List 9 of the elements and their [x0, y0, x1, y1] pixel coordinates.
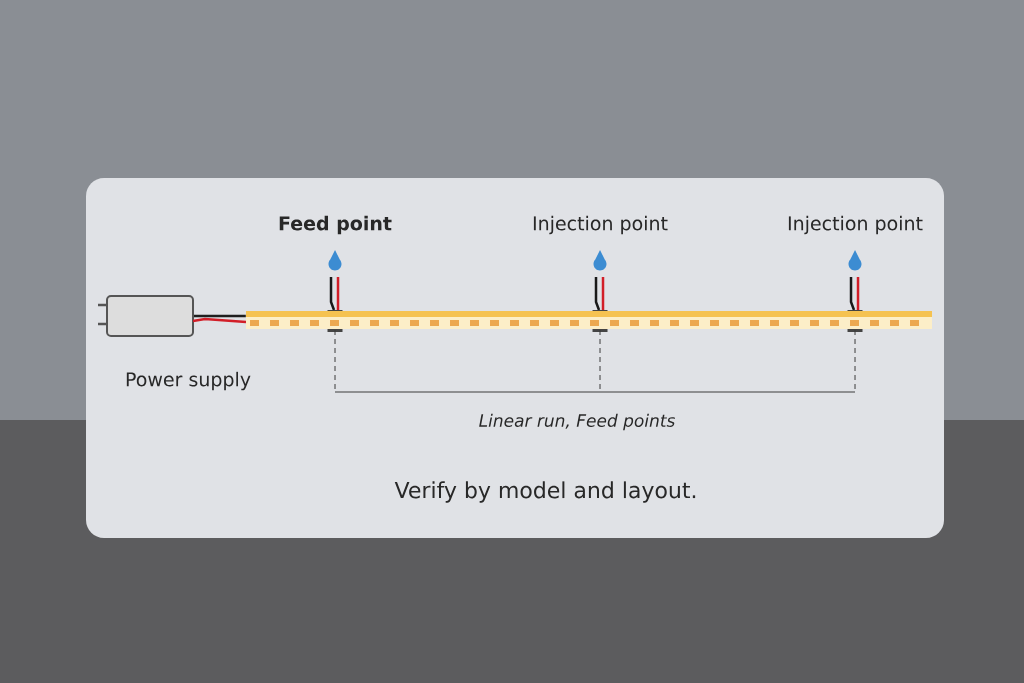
led-strip: [246, 311, 932, 329]
dimension-label: Linear run, Feed points: [479, 413, 675, 431]
note-text: Verify by model and layout.: [394, 481, 696, 503]
node-label: Injection point: [788, 215, 923, 235]
wire: [194, 314, 246, 318]
node-label: Feed point: [279, 215, 392, 235]
power-supply: Power supply: [96, 295, 251, 391]
node-label: Power supply: [126, 371, 251, 391]
node-label: Injection point: [533, 215, 668, 235]
